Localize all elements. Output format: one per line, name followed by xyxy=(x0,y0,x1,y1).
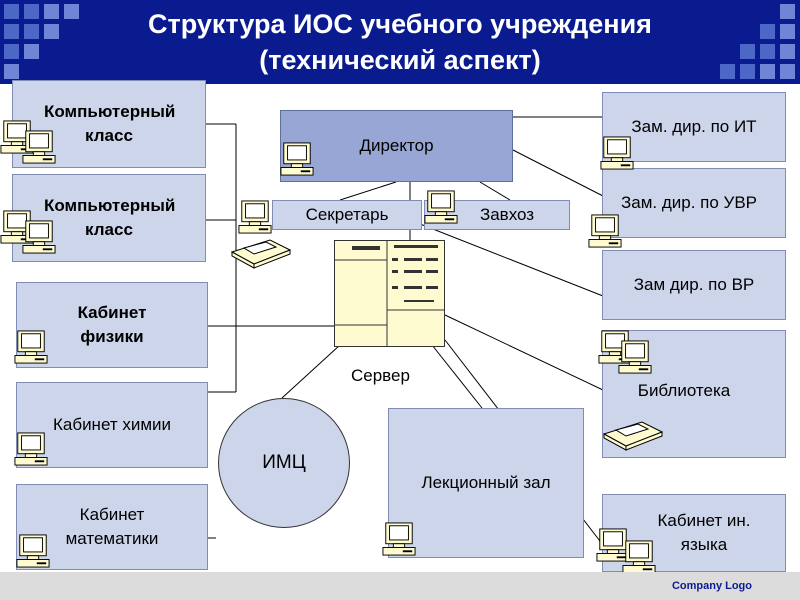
node-label: Кабинет ин. языка xyxy=(657,511,751,554)
decor-square xyxy=(740,64,755,79)
decor-square xyxy=(740,44,755,59)
node-imc: ИМЦ xyxy=(218,398,350,528)
computer-icon xyxy=(588,214,622,248)
decor-square xyxy=(4,4,19,19)
decor-square xyxy=(780,24,795,39)
decor-square xyxy=(780,64,795,79)
computer-icon xyxy=(22,130,56,164)
node-label: Кабинет физики xyxy=(77,303,147,346)
computer-icon xyxy=(14,432,48,466)
node-label: Зам дир. по ВР xyxy=(633,275,755,294)
computer-icon xyxy=(280,142,314,176)
printer-icon xyxy=(230,239,292,269)
node-label: Секретарь xyxy=(305,205,389,224)
computer-icon xyxy=(22,220,56,254)
node-label: Компьютерный класс xyxy=(44,196,176,239)
decor-square xyxy=(4,44,19,59)
decor-square xyxy=(24,44,39,59)
decor-square xyxy=(64,4,79,19)
computer-icon xyxy=(600,136,634,170)
node-label: ИМЦ xyxy=(262,452,306,473)
node-label: Компьютерный класс xyxy=(44,102,176,145)
decor-square xyxy=(44,24,59,39)
decor-square xyxy=(4,24,19,39)
server-label: Сервер xyxy=(351,366,410,385)
node-deputy-vr: Зам дир. по ВР xyxy=(602,250,786,320)
node-deputy-uvr: Зам. дир. по УВР xyxy=(602,168,786,238)
node-foreign-language: Кабинет ин. языка xyxy=(602,494,786,572)
node-label: Директор xyxy=(359,136,434,155)
node-director: Директор xyxy=(280,110,513,182)
decor-square xyxy=(720,64,735,79)
node-label: Зам. дир. по ИТ xyxy=(631,117,757,136)
node-lecture-hall: Лекционный зал xyxy=(388,408,584,558)
title-banner: Структура ИОС учебного учреждения (техни… xyxy=(0,0,800,84)
company-logo: Company Logo xyxy=(671,580,752,592)
scanner-icon xyxy=(602,421,664,451)
computer-icon xyxy=(618,340,652,374)
decor-square xyxy=(24,4,39,19)
decor-square xyxy=(44,4,59,19)
node-math: Кабинет математики xyxy=(16,484,208,570)
computer-icon xyxy=(424,190,458,224)
computer-icon xyxy=(382,522,416,556)
computer-icon xyxy=(14,330,48,364)
title-line-2: (технический аспект) xyxy=(259,45,541,75)
node-label: Завхоз xyxy=(479,205,535,224)
node-label: Библиотека xyxy=(637,381,731,400)
node-label: Кабинет химии xyxy=(52,415,172,434)
decor-square xyxy=(760,44,775,59)
node-secretary: Секретарь xyxy=(272,200,422,230)
footer-bar xyxy=(0,572,800,600)
node-label: Лекционный зал xyxy=(421,473,551,492)
server-icon xyxy=(334,240,445,347)
decor-square xyxy=(780,4,795,19)
decor-square xyxy=(4,64,19,79)
decor-square xyxy=(24,24,39,39)
node-chemistry: Кабинет химии xyxy=(16,382,208,468)
computer-icon xyxy=(16,534,50,568)
node-deputy-it: Зам. дир. по ИТ xyxy=(602,92,786,162)
node-label: Зам. дир. по УВР xyxy=(620,193,758,212)
decor-square xyxy=(760,64,775,79)
node-physics: Кабинет физики xyxy=(16,282,208,368)
decor-square xyxy=(780,44,795,59)
page-title: Структура ИОС учебного учреждения (техни… xyxy=(90,6,710,78)
title-line-1: Структура ИОС учебного учреждения xyxy=(148,9,652,39)
node-label: Кабинет математики xyxy=(65,505,159,548)
computer-icon xyxy=(622,540,656,574)
decor-square xyxy=(760,24,775,39)
computer-icon xyxy=(238,200,272,234)
